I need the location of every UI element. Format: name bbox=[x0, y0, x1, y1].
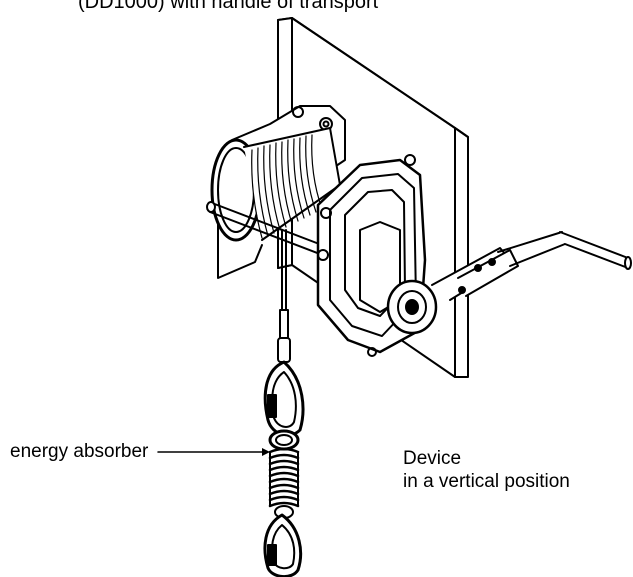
crank-handle bbox=[386, 231, 632, 335]
device-position-label: Device in a vertical position bbox=[403, 447, 570, 493]
top-caption: (DD1000) with handle of transport bbox=[78, 0, 379, 13]
energy-absorber-spring bbox=[268, 429, 300, 519]
lower-carabiner bbox=[263, 513, 303, 577]
upper-carabiner bbox=[263, 360, 305, 437]
device-label-line1: Device bbox=[403, 448, 462, 469]
energy-absorber-arrowhead bbox=[262, 448, 270, 456]
steel-cable bbox=[277, 229, 291, 363]
cable-drum bbox=[210, 127, 341, 242]
energy-absorber-label: energy absorber bbox=[10, 441, 149, 462]
device-label-line2: in a vertical position bbox=[403, 471, 570, 492]
transport-handle bbox=[206, 201, 336, 260]
